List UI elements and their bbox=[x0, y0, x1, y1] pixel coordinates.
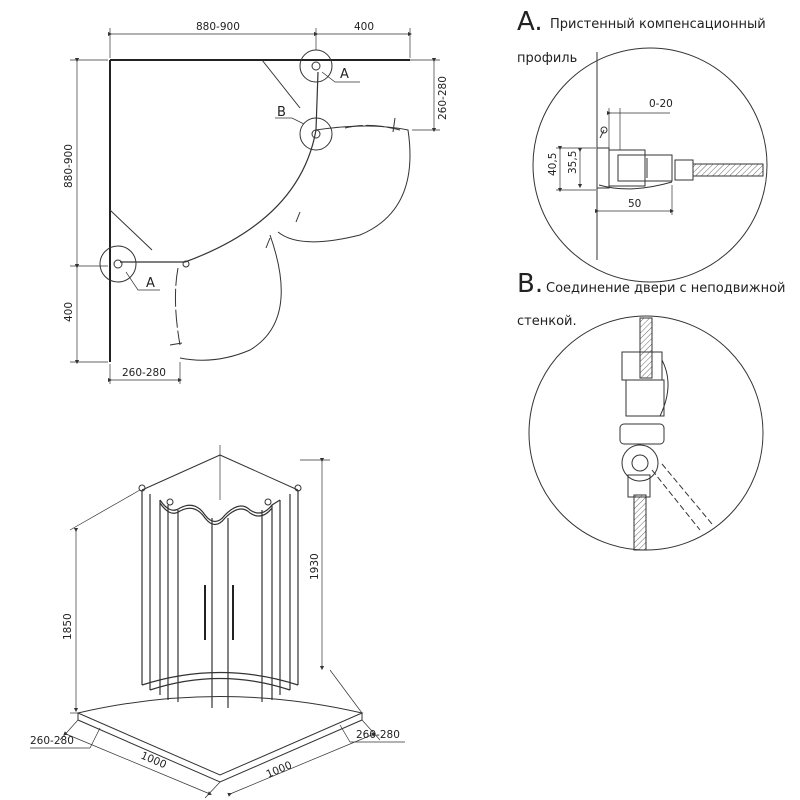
plan-curved-fixed-glass bbox=[184, 129, 317, 263]
iso-top-right-edge bbox=[219, 454, 299, 491]
detail-a-dim-inner: 35,5 bbox=[567, 151, 579, 174]
detail-b-fixed-glass bbox=[639, 317, 653, 379]
iso-dim-total-height: 1930 bbox=[309, 553, 321, 580]
iso-dim-door-height: 1850 bbox=[62, 613, 74, 640]
detail-b-door-glass bbox=[633, 494, 647, 551]
detail-a-inner-profile bbox=[617, 154, 673, 182]
iso-wave-top bbox=[159, 499, 281, 523]
detail-b-hinge bbox=[621, 444, 659, 482]
iso-dim-right-offset: 260-280 bbox=[356, 729, 400, 741]
detail-b-seal bbox=[619, 423, 665, 445]
dim-top-right: 400 bbox=[354, 21, 374, 33]
plan-handle bbox=[295, 211, 301, 223]
detail-a-outer-profile bbox=[608, 149, 646, 187]
plan-handle bbox=[265, 237, 271, 249]
plan-door-swing-left bbox=[179, 234, 282, 361]
dim-bottom-offset: 260-280 bbox=[122, 367, 166, 379]
iso-view: 1930 1850 1000 1000 260-280 260-280 bbox=[30, 445, 405, 799]
detail-b-letter: B. bbox=[517, 269, 543, 299]
detail-b-profile-curve bbox=[659, 359, 669, 417]
plan-door-left-closed bbox=[174, 267, 181, 346]
iso-top-left-edge bbox=[141, 454, 221, 491]
callout-label-a-bottom: A bbox=[146, 276, 155, 291]
iso-tray-edge bbox=[77, 713, 363, 783]
detail-a-dim-depth: 50 bbox=[628, 198, 641, 210]
iso-dim-right-width-line bbox=[227, 732, 376, 797]
plan-handle bbox=[169, 342, 183, 346]
detail-b-door-open bbox=[651, 469, 701, 531]
plan-handle bbox=[392, 117, 396, 133]
iso-shower-tray bbox=[76, 696, 364, 776]
leader-b bbox=[275, 117, 305, 125]
detail-a-letter: A. bbox=[517, 7, 543, 37]
plan-door-right-closed bbox=[344, 124, 401, 131]
iso-dim-left-width: 1000 bbox=[139, 750, 168, 771]
dim-left-height: 880-900 bbox=[63, 144, 75, 188]
detail-a-curve bbox=[598, 181, 673, 190]
detail-b-mid-profile bbox=[625, 379, 665, 417]
detail-a-title-line1: Пристенный компенсационный bbox=[550, 17, 766, 32]
detail-a-dim-gap: 0-20 bbox=[649, 98, 673, 110]
detail-a-circle bbox=[532, 47, 768, 283]
leader-a-top bbox=[321, 71, 360, 83]
dim-top-width: 880-900 bbox=[196, 21, 240, 33]
detail-b: B. Соединение двери с неподвижной стенко… bbox=[517, 269, 785, 551]
plan-fixed-panel-right bbox=[315, 71, 319, 131]
detail-a-dim-outer: 40,5 bbox=[547, 153, 559, 176]
callout-circle-b bbox=[299, 117, 333, 151]
callout-label-b: B bbox=[277, 105, 286, 120]
plan-door-swing-right bbox=[277, 125, 411, 243]
detail-b-title-line1: Соединение двери с неподвижной bbox=[546, 281, 785, 296]
dim-right-offset: 260-280 bbox=[437, 76, 449, 120]
dim-left-bottom: 400 bbox=[63, 302, 75, 322]
iso-dim-left-width-line bbox=[63, 731, 212, 796]
detail-a-wall-profile bbox=[596, 147, 610, 189]
callout-circle-a-bottom bbox=[99, 245, 137, 283]
detail-a-glass bbox=[692, 163, 764, 177]
detail-a-seal bbox=[674, 159, 694, 181]
detail-a-title-line2: профиль bbox=[517, 51, 577, 66]
callout-label-a-top: A bbox=[340, 67, 349, 82]
callout-circle-a-top bbox=[299, 49, 333, 83]
iso-bottom-track bbox=[141, 671, 299, 686]
iso-dim-left-offset: 260-280 bbox=[30, 735, 74, 747]
leader-a-bottom bbox=[125, 271, 160, 291]
plan-wall-profile-line bbox=[109, 209, 153, 251]
detail-a: A. Пристенный компенсационный профиль 0-… bbox=[517, 7, 768, 283]
detail-b-title-line2: стенкой. bbox=[517, 314, 577, 329]
plan-view: A B A 880-900 400 880-900 400 260-280 26… bbox=[63, 21, 449, 384]
plan-wall-profile-line bbox=[261, 59, 301, 109]
iso-dim-right-width: 1000 bbox=[264, 759, 293, 780]
